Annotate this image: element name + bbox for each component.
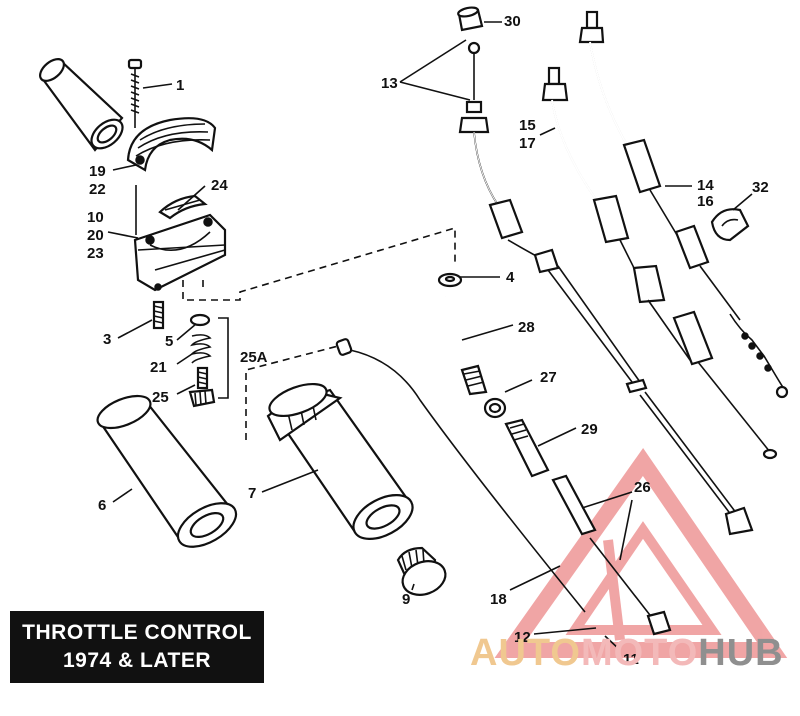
callout-26: 26: [634, 479, 651, 496]
cable-throttle: [473, 131, 648, 394]
watermark-part-1: AUTO: [470, 632, 581, 674]
watermark-logo: AUTOMOTOHUB: [470, 632, 784, 675]
callout-14: 14: [697, 177, 714, 194]
part-21-spring: [190, 334, 212, 364]
part-13-cable-end: [458, 41, 490, 134]
callout-25a: 25A: [240, 349, 268, 366]
callout-labels: 1 3 4 5 6 7 9 10 11 12 13 14 15 16 17 18…: [87, 13, 769, 668]
callout-12: 12: [514, 629, 531, 646]
part-29-sleeve: [504, 418, 550, 478]
title-line-2: 1974 & LATER: [63, 649, 211, 672]
callout-20: 20: [87, 227, 104, 244]
callout-17: 17: [519, 135, 536, 152]
callout-24: 24: [211, 177, 228, 194]
part-28-bent-tube: [443, 295, 488, 396]
part-3-set-screw: [152, 300, 165, 330]
part-18-wire: [335, 338, 586, 613]
callout-5: 5: [165, 333, 173, 350]
part-27-ferrule: [483, 397, 507, 419]
callout-29: 29: [581, 421, 598, 438]
part-tube: [39, 58, 124, 152]
part-26-cable-segments: [551, 391, 754, 636]
callout-25: 25: [152, 389, 169, 406]
title-box: THROTTLE CONTROL 1974 & LATER: [10, 611, 264, 683]
callout-16: 16: [697, 193, 714, 210]
watermark-part-2: MOTO: [580, 632, 699, 674]
cable-14: [578, 10, 789, 399]
callout-30: 30: [504, 13, 521, 30]
callout-21: 21: [150, 359, 167, 376]
part-30-sleeve: [457, 6, 484, 32]
part-10-lower-housing: [133, 213, 227, 292]
part-5-washer: [189, 313, 211, 327]
callout-6: 6: [98, 497, 106, 514]
callout-13: 13: [381, 75, 398, 92]
bracket-25a: [218, 317, 229, 399]
part-25-adjust-screw: [188, 366, 216, 408]
callout-22: 22: [89, 181, 106, 198]
part-6-grip: [96, 394, 238, 548]
part-1-screw: [127, 58, 143, 128]
callout-23: 23: [87, 245, 104, 262]
callout-15: 15: [519, 117, 536, 134]
callout-27: 27: [540, 369, 557, 386]
title-line-1: THROTTLE CONTROL: [22, 621, 252, 644]
part-4-nut: [437, 272, 463, 288]
watermark-part-3: HUB: [698, 632, 784, 674]
part-19-upper-clamp: [126, 117, 217, 172]
callout-7: 7: [248, 485, 256, 502]
callout-4: 4: [506, 269, 515, 286]
part-7-throttle-grip: [266, 382, 414, 540]
callout-11: 11: [623, 651, 639, 668]
cable-15: [541, 66, 778, 460]
callout-18: 18: [490, 591, 507, 608]
part-32-clip: [710, 208, 750, 242]
callout-3: 3: [103, 331, 111, 348]
callout-32: 32: [752, 179, 769, 196]
callout-28: 28: [518, 319, 535, 336]
callout-19: 19: [89, 163, 106, 180]
leader-lines: [107, 21, 753, 651]
callout-1: 1: [176, 77, 184, 94]
callout-10: 10: [87, 209, 104, 226]
watermark-triangle-icon: [494, 448, 788, 658]
callout-9: 9: [402, 591, 410, 608]
